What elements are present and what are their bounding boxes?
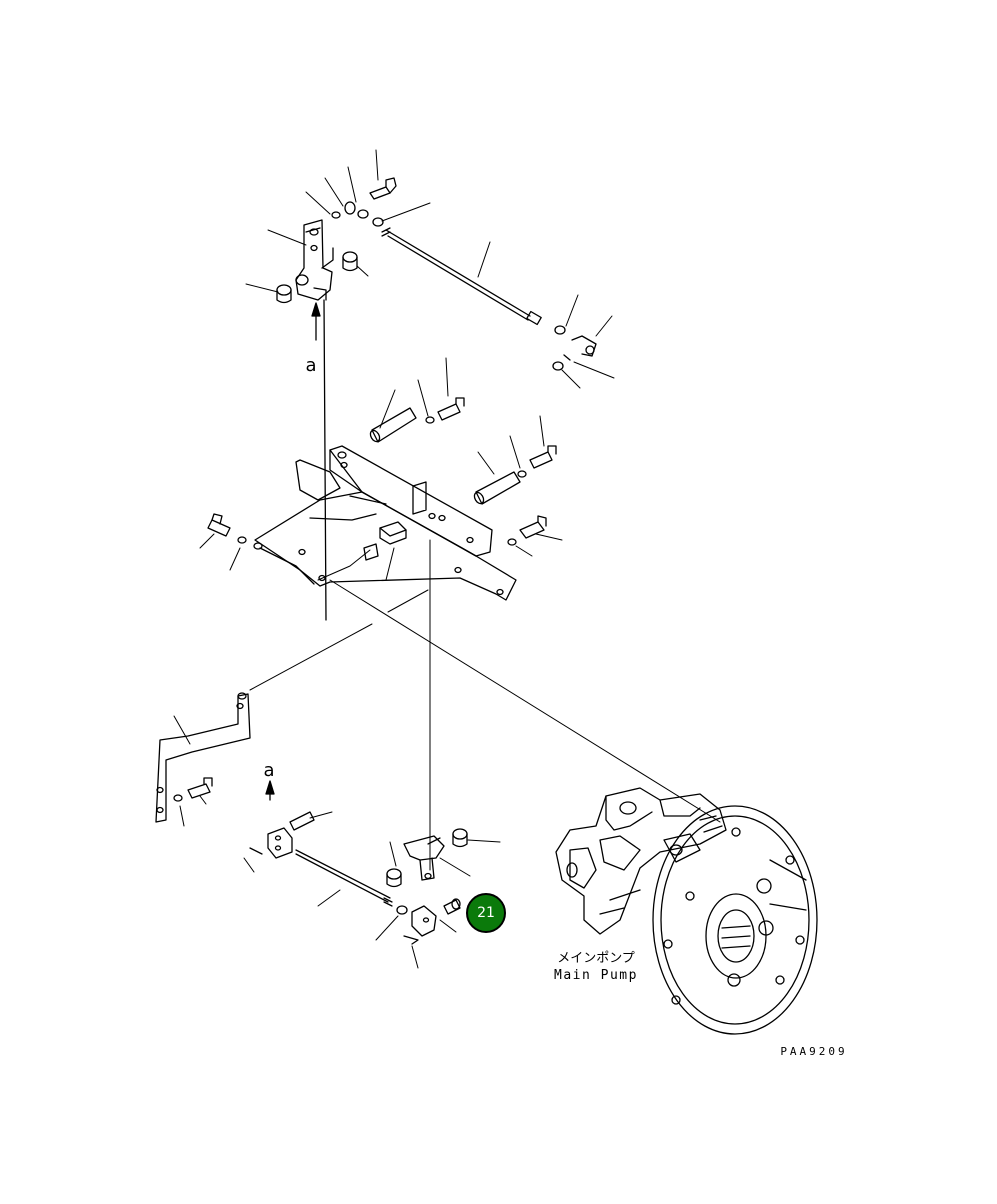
view-arrow-top	[311, 299, 327, 621]
leader-lines-rod	[561, 294, 615, 389]
callout-21-hotspot[interactable]: 21	[466, 893, 506, 933]
callout-number: 21	[477, 905, 495, 921]
drawing-number: PAA9209	[780, 1045, 847, 1058]
upper-rod	[381, 227, 597, 371]
lower-rod-assembly	[249, 811, 468, 945]
view-label-a-bottom: a	[263, 760, 274, 781]
bracket-pins	[207, 397, 557, 546]
view-label-a-top: a	[305, 355, 316, 376]
leader-lines-lower-rod	[243, 811, 501, 969]
leader-lines-bracket	[199, 357, 563, 613]
leader-lines-top	[245, 149, 491, 293]
view-arrow-bottom	[265, 780, 275, 801]
lower-left-lever	[155, 692, 251, 823]
main-pump	[555, 787, 818, 1035]
pump-label-en: Main Pump	[554, 968, 638, 983]
pump-label-jp: メインポンプ	[557, 951, 635, 966]
leader-lines-lower-left	[173, 715, 207, 827]
upper-lever-assembly	[276, 177, 397, 304]
connection-lines	[249, 539, 721, 871]
bracket-plate	[253, 445, 517, 601]
